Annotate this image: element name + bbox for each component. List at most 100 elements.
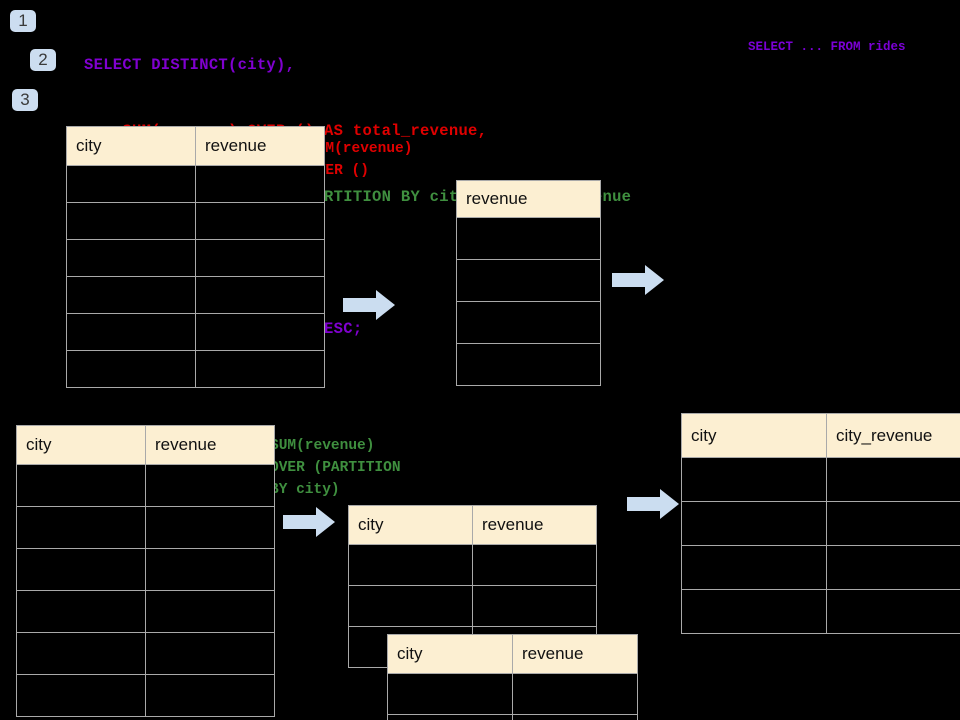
column-header-city: city <box>681 413 827 458</box>
table-cell <box>456 301 601 344</box>
table-cell <box>16 632 146 675</box>
table-revenue-only: revenue <box>456 180 601 386</box>
table-row <box>387 714 638 720</box>
annotation-sum-over-partition: SUM(revenue) OVER (PARTITION BY city) <box>270 438 401 498</box>
table-cell <box>195 202 325 240</box>
table-cell <box>145 632 275 675</box>
table-cell <box>145 506 275 549</box>
table-cell <box>456 343 601 386</box>
table-row <box>66 313 325 351</box>
table-row <box>348 585 597 627</box>
table-row <box>681 545 960 590</box>
table-source-top: city revenue <box>66 126 325 388</box>
column-header-city: city <box>387 634 513 674</box>
table-row <box>681 457 960 502</box>
sql-side-label: SELECT ... FROM rides <box>748 40 906 54</box>
table-cell <box>66 350 196 388</box>
table-row <box>681 589 960 634</box>
table-partition-front: city revenue <box>387 634 638 720</box>
table-cell <box>145 464 275 507</box>
table-row <box>16 548 275 591</box>
table-row <box>66 350 325 388</box>
table-cell <box>66 276 196 314</box>
table-cell <box>826 589 960 634</box>
table-row <box>66 202 325 240</box>
table-cell <box>456 259 601 302</box>
table-row <box>66 276 325 314</box>
table-row <box>16 506 275 549</box>
arrow-right-icon <box>612 265 664 295</box>
arrow-right-icon <box>343 290 395 320</box>
table-row <box>387 673 638 715</box>
table-cell <box>16 506 146 549</box>
table-cell <box>195 276 325 314</box>
table-cell <box>512 714 638 720</box>
table-cell <box>66 202 196 240</box>
step-badge-3[interactable]: 3 <box>12 89 38 111</box>
table-cell <box>16 464 146 507</box>
table-cell <box>387 714 513 720</box>
table-cell <box>66 165 196 203</box>
table-cell <box>195 239 325 277</box>
sql-line-1: SELECT DISTINCT(city), <box>84 56 296 74</box>
table-row <box>16 590 275 633</box>
table-header-row: city revenue <box>16 425 275 465</box>
table-header-row: city revenue <box>387 634 638 674</box>
table-cell <box>456 217 601 260</box>
table-header-row: revenue <box>456 180 601 218</box>
column-header-revenue: revenue <box>472 505 597 545</box>
step-badge-1[interactable]: 1 <box>10 10 36 32</box>
column-header-revenue: revenue <box>195 126 325 166</box>
column-header-revenue: revenue <box>456 180 601 218</box>
table-cell <box>472 544 597 586</box>
table-cell <box>348 544 473 586</box>
column-header-revenue: revenue <box>512 634 638 674</box>
table-cell <box>826 501 960 546</box>
table-cell <box>195 165 325 203</box>
table-cell <box>472 585 597 627</box>
table-cell <box>145 674 275 717</box>
table-cell <box>387 673 513 715</box>
table-row <box>456 217 601 260</box>
column-header-city: city <box>348 505 473 545</box>
table-row <box>16 674 275 717</box>
column-header-city: city <box>16 425 146 465</box>
table-cell <box>681 545 827 590</box>
arrow-right-icon <box>283 507 335 537</box>
table-cell <box>145 590 275 633</box>
table-row <box>456 301 601 344</box>
table-cell <box>826 545 960 590</box>
table-cell <box>681 501 827 546</box>
table-row <box>456 343 601 386</box>
table-row <box>681 501 960 546</box>
table-row <box>456 259 601 302</box>
table-result: city city_revenue <box>681 413 960 634</box>
table-row <box>66 239 325 277</box>
table-cell <box>681 457 827 502</box>
table-cell <box>66 239 196 277</box>
column-header-city: city <box>66 126 196 166</box>
table-row <box>66 165 325 203</box>
table-cell <box>16 548 146 591</box>
table-cell <box>16 590 146 633</box>
arrow-right-icon <box>627 489 679 519</box>
table-row <box>16 464 275 507</box>
table-cell <box>826 457 960 502</box>
column-header-city-revenue: city_revenue <box>826 413 960 458</box>
table-cell <box>512 673 638 715</box>
table-cell <box>195 313 325 351</box>
table-cell <box>348 585 473 627</box>
table-cell <box>16 674 146 717</box>
step-badge-2[interactable]: 2 <box>30 49 56 71</box>
table-row <box>16 632 275 675</box>
table-source-bottom: city revenue <box>16 425 275 717</box>
table-cell <box>195 350 325 388</box>
column-header-revenue: revenue <box>145 425 275 465</box>
table-header-row: city city_revenue <box>681 413 960 458</box>
table-row <box>348 544 597 586</box>
table-cell <box>145 548 275 591</box>
table-cell <box>66 313 196 351</box>
table-header-row: city revenue <box>348 505 597 545</box>
table-cell <box>681 589 827 634</box>
